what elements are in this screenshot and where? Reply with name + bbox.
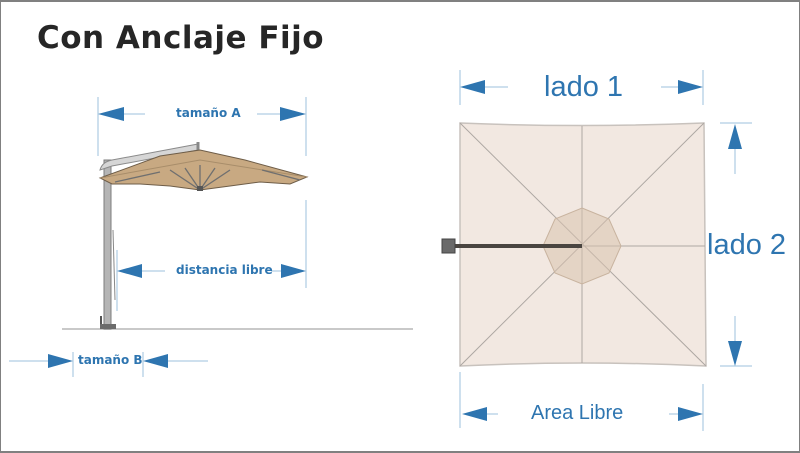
label-side-2: lado 2 bbox=[707, 229, 787, 261]
arrow-right-icon bbox=[678, 407, 703, 421]
label-size-a: tamaño A bbox=[176, 106, 241, 120]
arrow-left-icon bbox=[460, 80, 485, 94]
dimension-side-2 bbox=[720, 122, 752, 367]
arrow-down-icon bbox=[728, 341, 742, 366]
arrow-left-icon bbox=[98, 107, 124, 121]
label-size-b: tamaño B bbox=[78, 353, 143, 367]
umbrella-canopy bbox=[98, 149, 309, 191]
umbrella-pole bbox=[103, 159, 112, 330]
side-view-umbrella bbox=[62, 142, 413, 330]
top-view-canopy bbox=[441, 122, 707, 367]
arrow-left-icon bbox=[143, 354, 168, 368]
dimension-size-b bbox=[9, 352, 208, 377]
arrow-left-icon bbox=[462, 407, 487, 421]
arrow-right-icon bbox=[48, 354, 73, 368]
label-free-area: Area Libre bbox=[531, 402, 624, 424]
arrow-up-icon bbox=[728, 124, 742, 149]
page-title: Con Anclaje Fijo bbox=[37, 20, 325, 56]
dimension-size-a bbox=[97, 97, 307, 156]
arrow-right-icon bbox=[678, 80, 703, 94]
anchor-base bbox=[441, 238, 456, 254]
arrow-right-icon bbox=[280, 107, 306, 121]
dimension-clearance bbox=[116, 200, 307, 311]
label-clearance: distancia libre bbox=[176, 263, 273, 277]
arrow-left-icon bbox=[117, 264, 142, 278]
arrow-right-icon bbox=[281, 264, 306, 278]
dimension-free-area bbox=[459, 372, 704, 431]
dimension-side-1 bbox=[459, 70, 704, 105]
label-side-1: lado 1 bbox=[544, 71, 624, 103]
pole-base bbox=[100, 324, 116, 329]
